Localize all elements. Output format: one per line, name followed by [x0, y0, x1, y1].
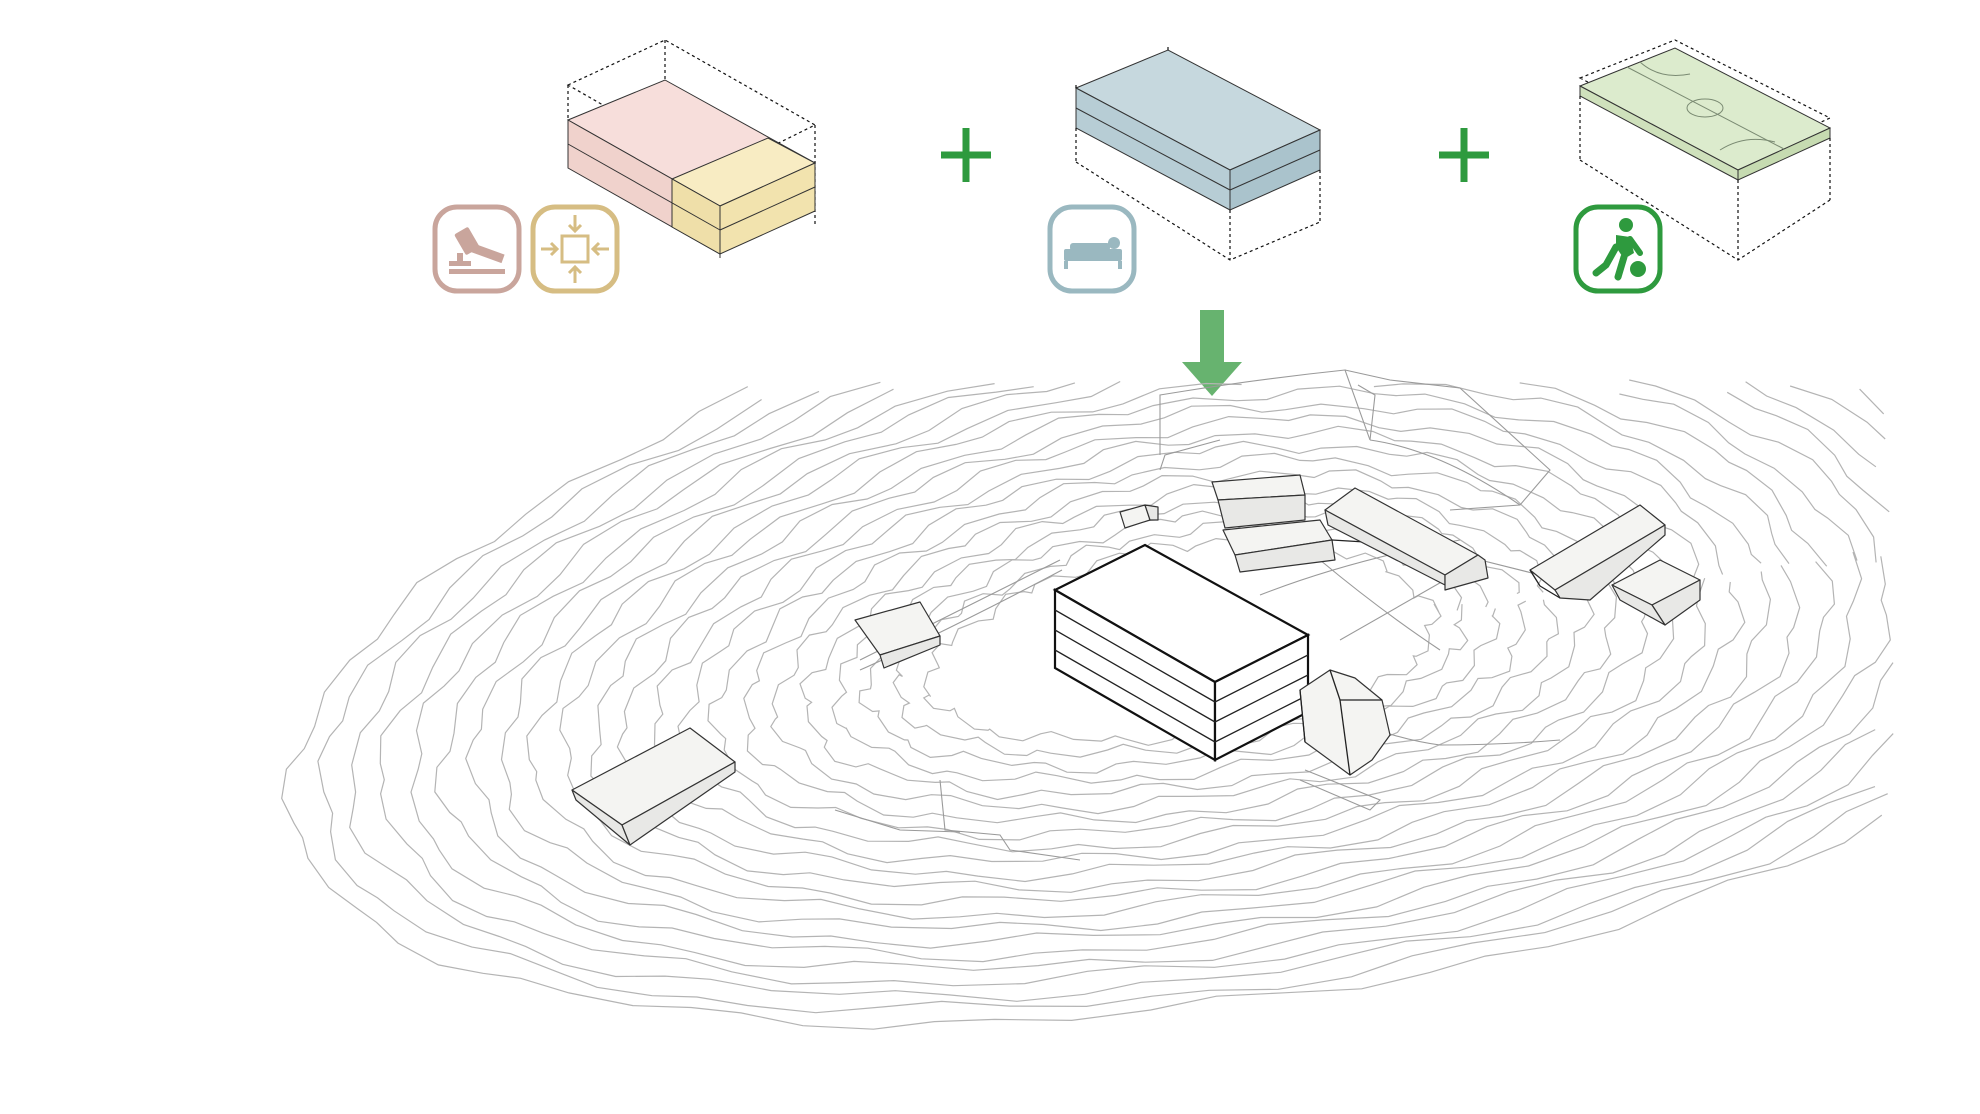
contour-line: [434, 383, 1894, 963]
terrain-contours: [281, 379, 1894, 1030]
contour-line: [707, 440, 1649, 841]
building-north-1: [1211, 474, 1306, 529]
contour-line: [410, 381, 1877, 971]
building-west-long: [571, 727, 736, 846]
contour-line: [349, 388, 1885, 1002]
plus-icon: [1439, 128, 1489, 182]
contour-line: [590, 385, 1772, 893]
gavel-icon: [432, 204, 522, 294]
contour-line: [559, 382, 1801, 906]
main-building: [1052, 543, 1311, 762]
compress-arrows-icon: [530, 204, 620, 294]
program-volume-3: [1578, 39, 1832, 261]
contour-line: [677, 425, 1682, 853]
contour-line: [379, 381, 1894, 987]
building-north-2: [1222, 519, 1366, 573]
contour-line: [500, 382, 1863, 932]
building-north-3: [1324, 487, 1489, 591]
contour-line: [799, 482, 1560, 801]
contour-line: [465, 379, 1891, 949]
contour-line: [743, 452, 1618, 824]
building-gabled-center: [1299, 669, 1391, 776]
contour-line: [616, 403, 1746, 883]
contour-line: [770, 469, 1595, 815]
contour-line: [653, 414, 1706, 864]
basketball-player-icon: [1573, 204, 1663, 294]
building-west-small: [854, 601, 941, 669]
arrow-down-icon: [1182, 310, 1242, 396]
program-volume-1: [566, 39, 817, 258]
building-east-1: [1529, 504, 1666, 601]
building-north-small: [1119, 504, 1159, 529]
building-east-2: [1611, 559, 1701, 626]
contour-line: [281, 386, 1883, 1030]
contour-line: [526, 380, 1836, 920]
plus-icon: [941, 128, 991, 182]
bed-icon: [1047, 204, 1137, 294]
program-volume-2: [1074, 44, 1322, 261]
